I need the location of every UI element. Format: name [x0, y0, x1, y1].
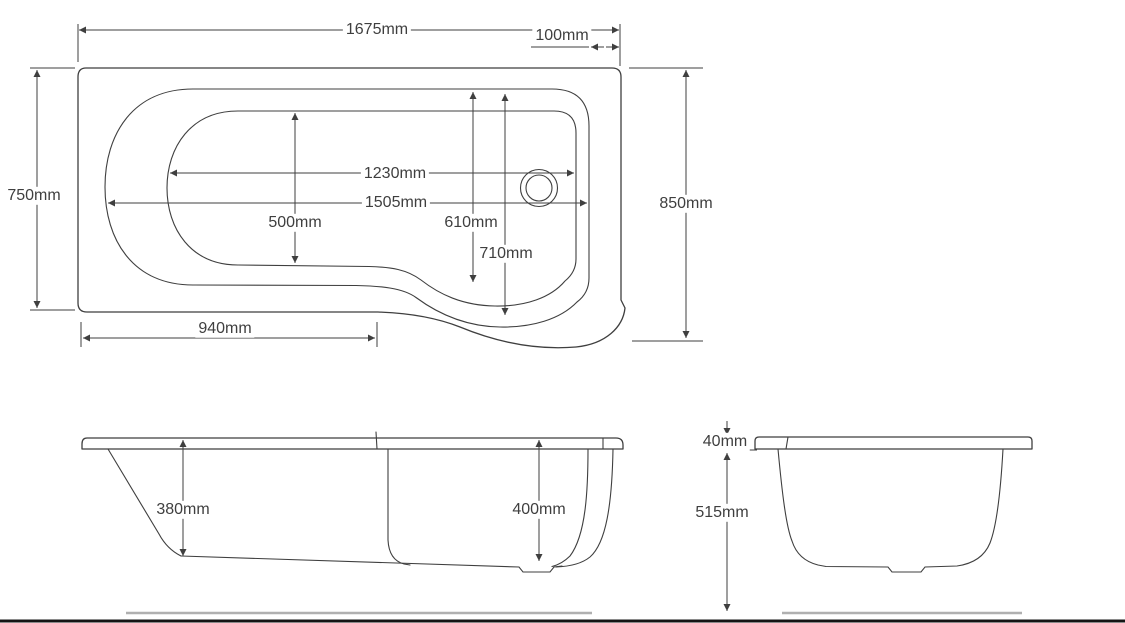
side-inner-step [387, 448, 411, 566]
dim-label-rim-height: 40mm [699, 432, 751, 452]
plan-interior-outline [166, 110, 577, 307]
plan-view [30, 24, 703, 349]
side-back-slope [107, 448, 182, 557]
dim-label-inner-overall-length: 1505mm [361, 193, 431, 213]
side-rim-band [81, 437, 624, 450]
drain-inner-circle [525, 174, 553, 202]
dim-label-straight-side-length: 940mm [195, 319, 255, 339]
bottom-border-line [0, 619, 1125, 623]
side-outer-right-wall [555, 448, 614, 568]
end-body-outline [777, 448, 1004, 573]
side-inner-right-wall [551, 448, 589, 568]
dim-label-overall-length: 1675mm [342, 20, 412, 40]
side-view [81, 431, 624, 615]
dim-label-bath-end-width: 750mm [4, 186, 64, 206]
end-rim-joint [785, 436, 789, 450]
dim-label-overall-height: 515mm [692, 503, 752, 523]
dim-label-shower-end-rim-width: 100mm [532, 26, 592, 46]
dim-label-inner-straight-length: 1230mm [360, 164, 430, 184]
dim-label-shower-end-depth: 400mm [509, 500, 569, 520]
dim-label-shower-inner-width: 610mm [441, 213, 501, 233]
dim-label-shower-outer-width: 710mm [476, 244, 536, 264]
end-rim-band [754, 436, 1033, 450]
dim-label-inner-bath-width: 500mm [265, 213, 325, 233]
plan-outer-outline [77, 67, 626, 349]
side-bottom-and-drain [180, 555, 563, 573]
side-rim-joint-left [375, 431, 378, 450]
plan-rim-outline [104, 88, 590, 328]
dim-label-bath-end-depth: 380mm [153, 500, 213, 520]
dim-label-shower-end-width: 850mm [656, 194, 716, 214]
